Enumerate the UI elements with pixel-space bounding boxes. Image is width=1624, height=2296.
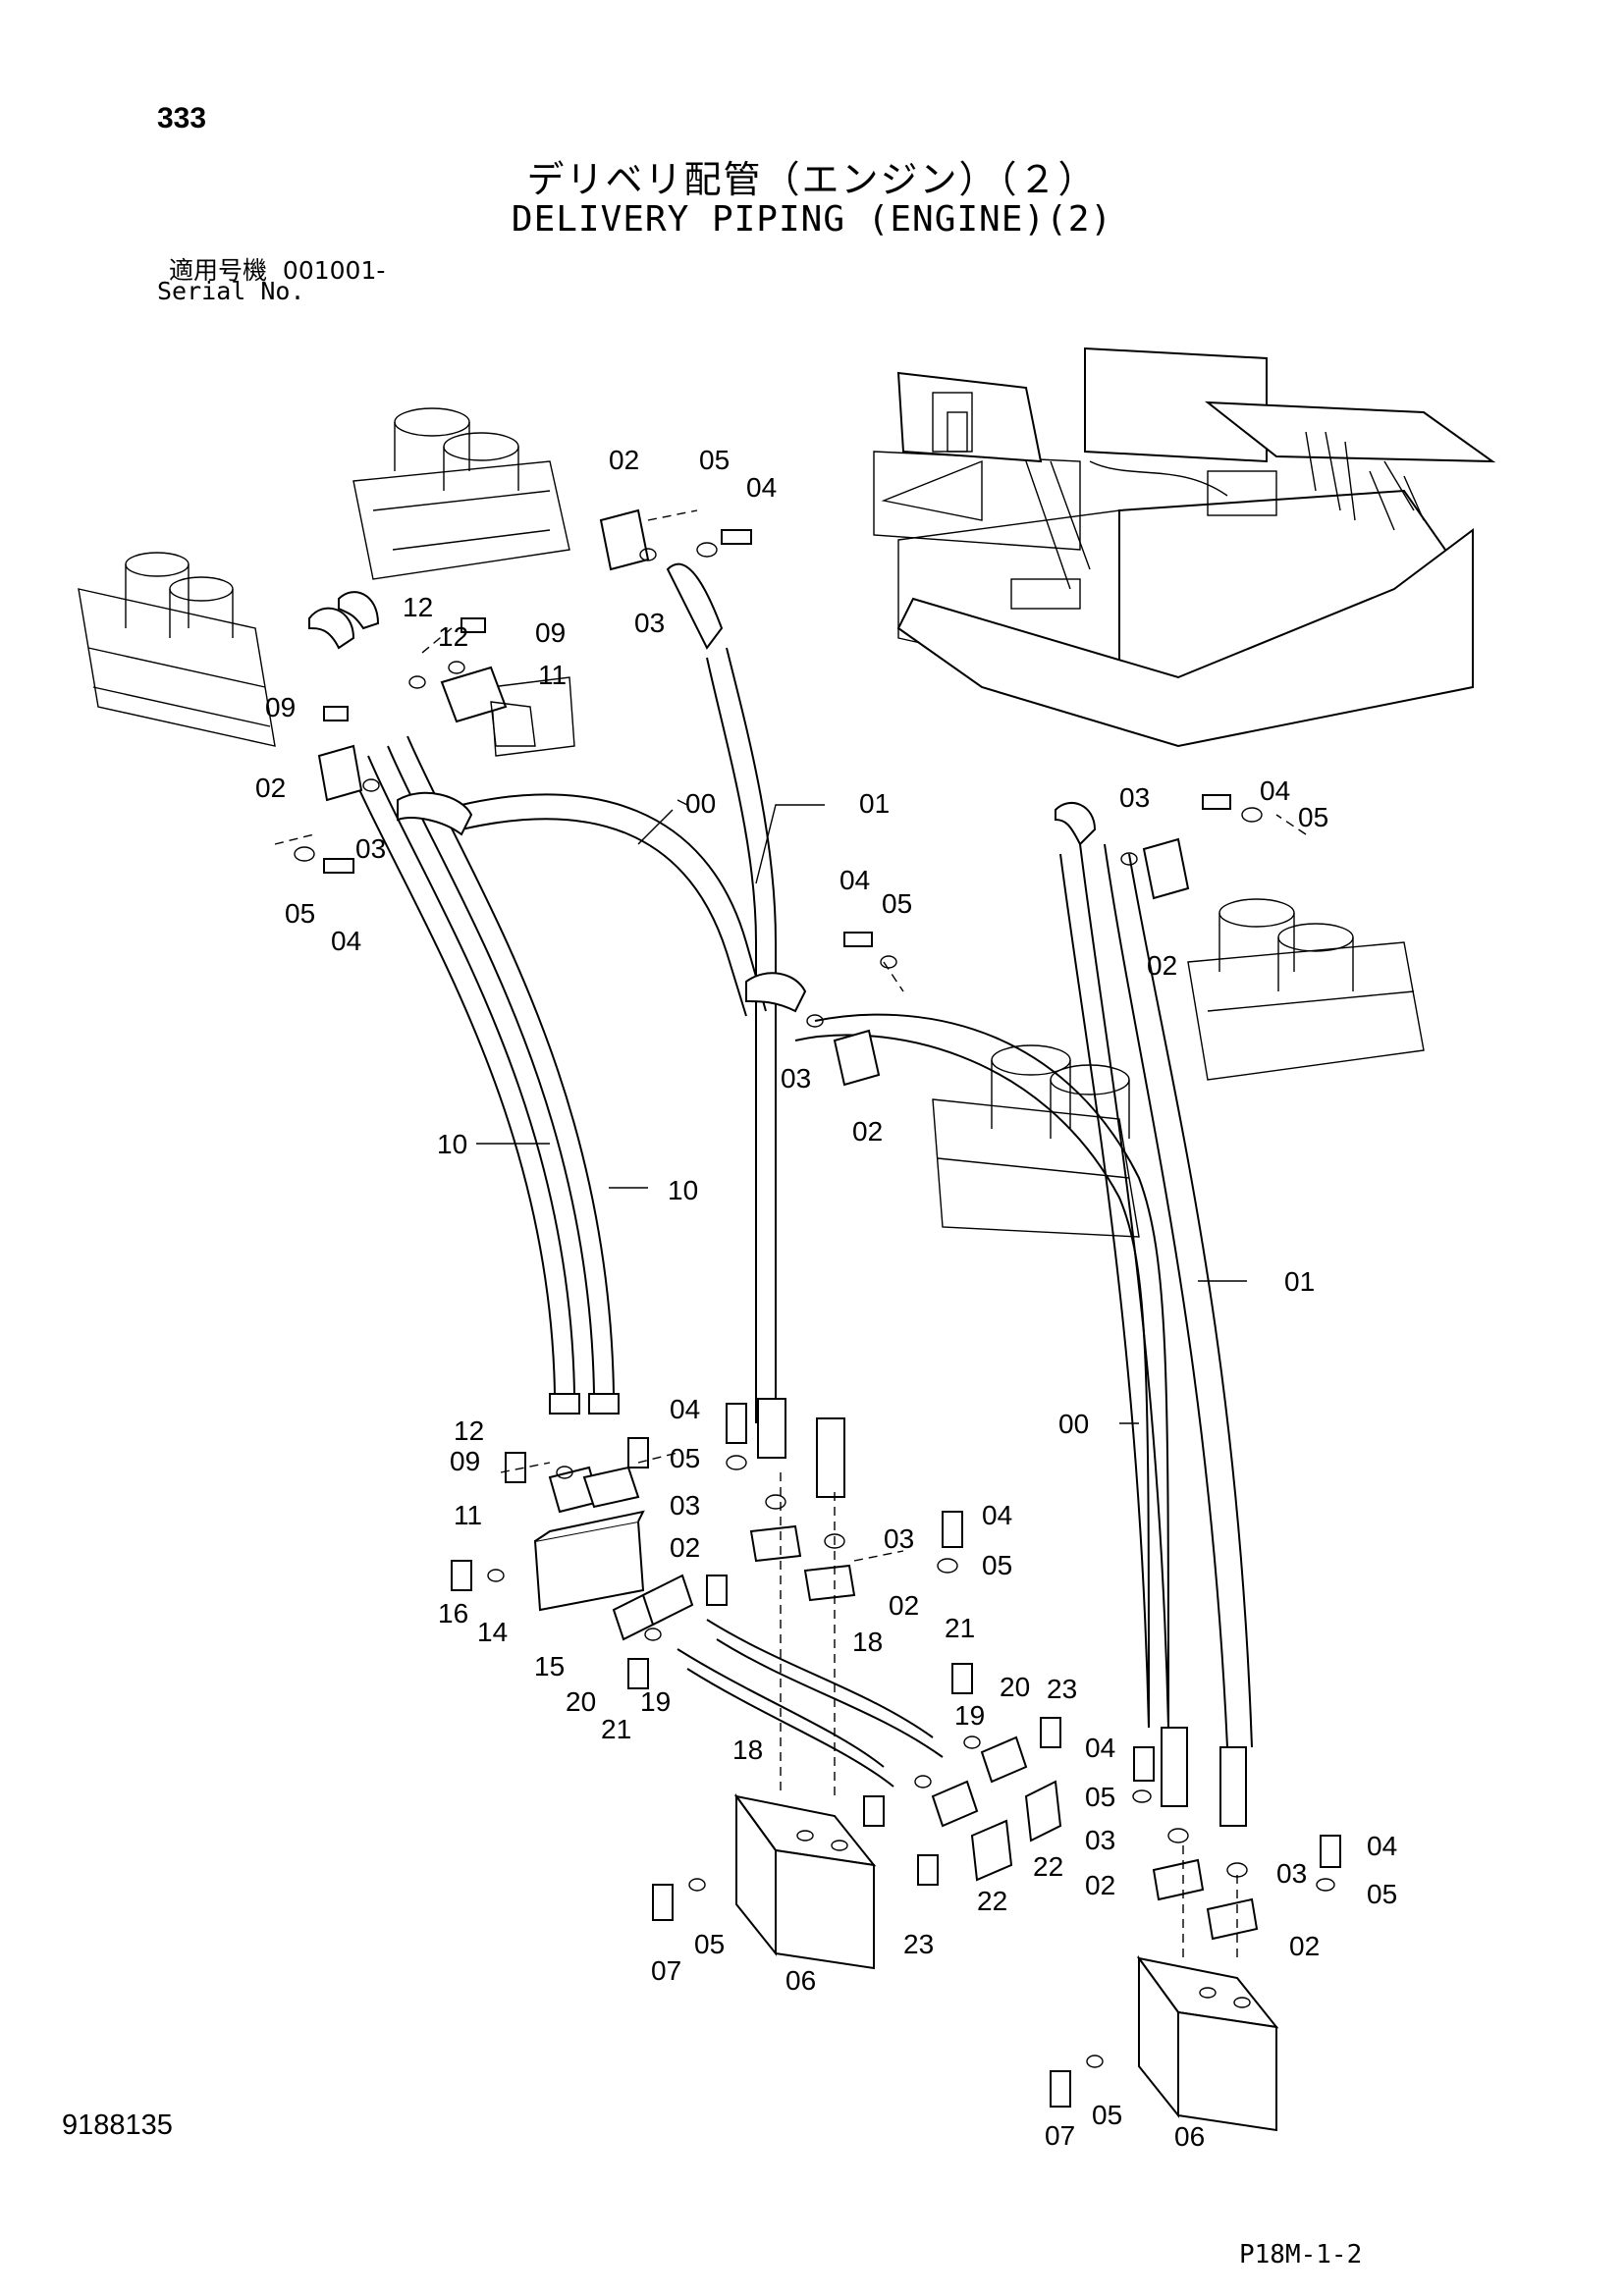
- callout-02: 02: [889, 1590, 919, 1621]
- callout-07: 07: [1045, 2120, 1075, 2151]
- callout-10: 10: [437, 1129, 467, 1159]
- leader-lines: [274, 509, 1307, 1963]
- callout-01: 01: [1284, 1266, 1315, 1297]
- callout-03: 03: [884, 1523, 914, 1554]
- document-number: 9188135: [62, 2109, 173, 2141]
- callout-03: 03: [1276, 1858, 1307, 1889]
- callout-03: 03: [1085, 1825, 1115, 1855]
- callout-02: 02: [1085, 1870, 1115, 1900]
- callout-00: 00: [685, 788, 716, 819]
- callout-05: 05: [1092, 2100, 1122, 2130]
- callout-05: 05: [694, 1929, 725, 1959]
- callout-06: 06: [785, 1965, 816, 1996]
- callout-05: 05: [882, 888, 912, 919]
- fittings: [308, 562, 1247, 1827]
- callout-02: 02: [1147, 950, 1177, 981]
- callout-09: 09: [450, 1446, 480, 1476]
- pump-illustration-top: [352, 407, 570, 580]
- part-callouts: 02 05 04 03 12 09 12 11 09 02 03 05 04 0…: [255, 445, 1397, 2152]
- callout-04: 04: [1367, 1831, 1397, 1861]
- callout-12: 12: [454, 1415, 484, 1446]
- callout-18: 18: [732, 1735, 763, 1765]
- callout-01: 01: [859, 788, 890, 819]
- callout-02: 02: [852, 1116, 883, 1147]
- callout-20: 20: [1000, 1672, 1030, 1702]
- hose-assemblies: [348, 647, 1253, 1788]
- callout-14: 14: [477, 1617, 508, 1647]
- callout-16: 16: [438, 1598, 468, 1629]
- callout-21: 21: [601, 1714, 631, 1744]
- callout-03: 03: [355, 833, 386, 864]
- page-number: 333: [157, 102, 207, 134]
- serial-label: Serial No.: [157, 277, 305, 305]
- pump-illustration-right: [1187, 898, 1425, 1081]
- callout-09: 09: [265, 692, 296, 722]
- manifold-blocks: [733, 1792, 1279, 2132]
- callout-05: 05: [285, 898, 315, 929]
- callout-04: 04: [839, 865, 870, 895]
- callout-12: 12: [438, 621, 468, 652]
- callout-20: 20: [566, 1686, 596, 1717]
- callout-04: 04: [331, 926, 361, 956]
- machine-overview-illustration: [873, 347, 1496, 748]
- callout-04: 04: [1085, 1733, 1115, 1763]
- callout-02: 02: [1289, 1931, 1320, 1961]
- page-title: DELIVERY PIPING (ENGINE)(2): [511, 199, 1113, 240]
- callout-05: 05: [670, 1443, 700, 1473]
- callout-18: 18: [852, 1627, 883, 1657]
- serial-range: 適用号機 001001-: [169, 251, 385, 287]
- serial-value: 001001-: [282, 256, 386, 285]
- callout-02: 02: [670, 1532, 700, 1563]
- callout-05: 05: [699, 445, 730, 475]
- callout-19: 19: [954, 1700, 985, 1731]
- callout-15: 15: [534, 1651, 565, 1682]
- callout-12: 12: [403, 592, 433, 622]
- callout-11: 11: [454, 1500, 482, 1530]
- callout-02: 02: [255, 773, 286, 803]
- callout-03: 03: [670, 1490, 700, 1521]
- callout-05: 05: [1298, 802, 1328, 832]
- callout-11: 11: [538, 660, 567, 690]
- callout-06: 06: [1174, 2121, 1205, 2152]
- callout-03: 03: [1119, 782, 1150, 813]
- callout-07: 07: [651, 1955, 681, 1986]
- callout-23: 23: [903, 1929, 934, 1959]
- callout-04: 04: [670, 1394, 700, 1424]
- callout-21: 21: [945, 1613, 975, 1643]
- callout-05: 05: [982, 1550, 1012, 1580]
- callout-05: 05: [1367, 1879, 1397, 1909]
- callout-03: 03: [634, 608, 665, 638]
- callout-04: 04: [1260, 775, 1290, 806]
- page-title-japanese: デリベリ配管（エンジン）（２）: [526, 158, 1098, 201]
- callout-22: 22: [977, 1886, 1007, 1916]
- callout-04: 04: [982, 1500, 1012, 1530]
- callout-03: 03: [781, 1063, 811, 1094]
- figure-code: P18M-1-2: [1239, 2240, 1363, 2269]
- callout-19: 19: [640, 1686, 671, 1717]
- callout-00: 00: [1058, 1409, 1089, 1439]
- valve-illustration-center: [932, 1044, 1140, 1238]
- hardware-small-parts: [294, 508, 1341, 2108]
- callout-05: 05: [1085, 1782, 1115, 1812]
- callout-22: 22: [1033, 1851, 1063, 1882]
- callout-04: 04: [746, 472, 777, 503]
- pump-illustration-left: [78, 552, 575, 757]
- callout-09: 09: [535, 617, 566, 648]
- callout-10: 10: [668, 1175, 698, 1205]
- callout-23: 23: [1047, 1674, 1077, 1704]
- serial-label-japanese: 適用号機: [169, 256, 268, 285]
- callout-02: 02: [609, 445, 639, 475]
